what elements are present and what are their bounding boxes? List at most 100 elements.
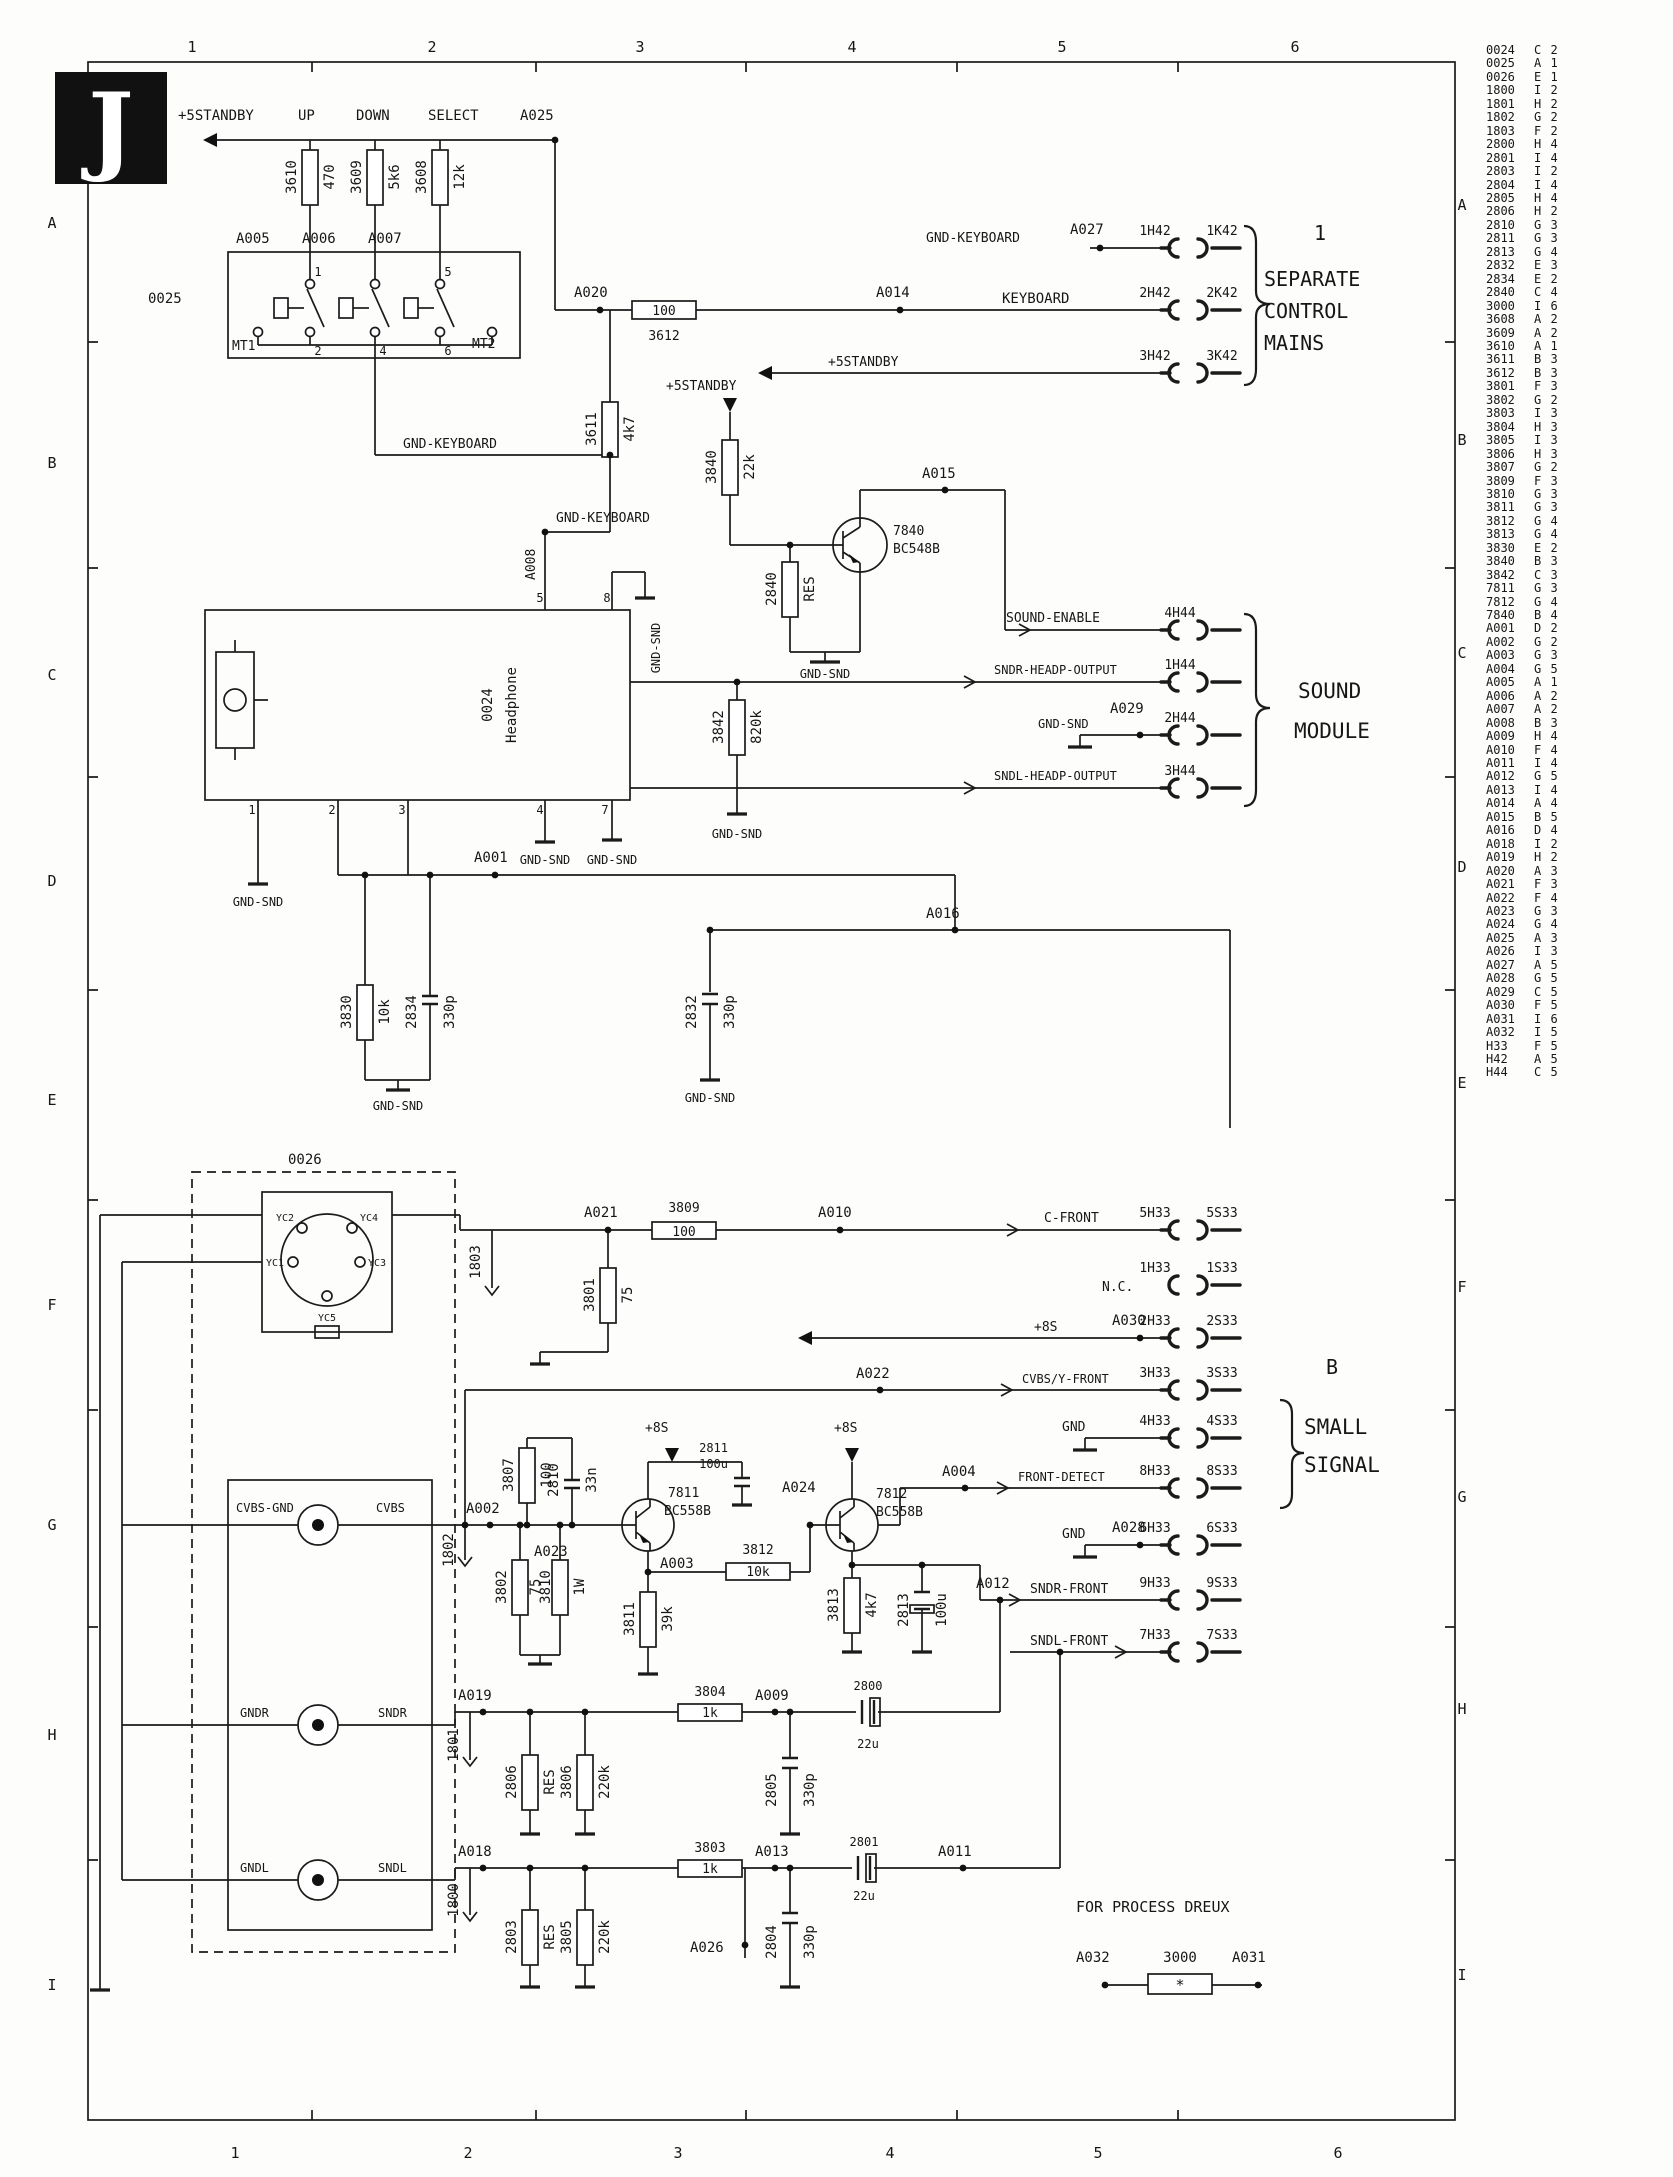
index-ref: 2832 bbox=[1486, 258, 1515, 273]
label-v3809: 100 bbox=[672, 1225, 695, 1240]
label-v2834: 330p bbox=[442, 995, 458, 1029]
label-cvbs: CVBS bbox=[376, 1501, 405, 1515]
index-ref: A027 bbox=[1486, 957, 1515, 972]
junction-dot bbox=[596, 306, 604, 314]
label-p1h44: 1H44 bbox=[1164, 658, 1195, 673]
junction-dot bbox=[771, 1864, 779, 1872]
arrow-down-icon bbox=[723, 398, 737, 412]
bead-arrow-icon bbox=[462, 1756, 478, 1768]
connector-pad-icon bbox=[1159, 1219, 1242, 1241]
index-ref: A006 bbox=[1486, 688, 1515, 703]
label-a027: A027 bbox=[1070, 222, 1104, 238]
label-v3806: 220k bbox=[597, 1765, 613, 1799]
label-v2800: 22u bbox=[857, 1737, 879, 1751]
index-ref: A008 bbox=[1486, 715, 1515, 730]
label-sound2: MODULE bbox=[1294, 719, 1370, 743]
label-gnd_snd: GND-SND bbox=[649, 623, 663, 674]
headphone-block-0024 bbox=[204, 609, 631, 801]
label-plus5standby: +5STANDBY bbox=[666, 379, 737, 394]
index-location: E 1 bbox=[1534, 69, 1559, 84]
label-r3807: 3807 bbox=[501, 1458, 517, 1492]
label-v3807: 100 bbox=[539, 1462, 555, 1487]
index-location: G 4 bbox=[1534, 527, 1559, 542]
connector-pad-icon bbox=[1159, 1641, 1242, 1663]
label-p3h33: 3H33 bbox=[1139, 1366, 1170, 1381]
label-v3801: 75 bbox=[620, 1287, 636, 1304]
label-a006: A006 bbox=[302, 231, 336, 247]
label-v3611: 4k7 bbox=[622, 416, 638, 441]
junction-dot bbox=[996, 1596, 1004, 1604]
index-ref: 1801 bbox=[1486, 96, 1515, 111]
connector-pad-icon bbox=[1159, 362, 1242, 384]
index-ref: A002 bbox=[1486, 634, 1515, 649]
index-location: I 4 bbox=[1534, 150, 1559, 165]
electrolytic-2813 bbox=[909, 1604, 935, 1614]
index-location: H 4 bbox=[1534, 137, 1559, 152]
label-r3803: 3803 bbox=[694, 1841, 725, 1856]
label-gndr: GNDR bbox=[240, 1706, 270, 1720]
index-ref: 2834 bbox=[1486, 271, 1515, 286]
index-ref: A011 bbox=[1486, 756, 1515, 771]
label-q7812t: BC558B bbox=[876, 1505, 923, 1520]
resistor-body bbox=[511, 1559, 529, 1616]
label-q7840t: BC548B bbox=[893, 542, 940, 557]
label-3: 4 bbox=[885, 2144, 894, 2162]
label-process: FOR PROCESS DREUX bbox=[1076, 1898, 1230, 1916]
label-a022: A022 bbox=[856, 1366, 890, 1382]
index-location: F 3 bbox=[1534, 379, 1559, 394]
label-p6s33: 6S33 bbox=[1206, 1521, 1237, 1536]
switch-contact-icon bbox=[434, 326, 446, 338]
label-v2811: 100u bbox=[699, 1457, 728, 1471]
label-v3810: 1W bbox=[572, 1578, 588, 1595]
label-sndr_front: SNDR-FRONT bbox=[1030, 1582, 1108, 1597]
junction-dot bbox=[959, 1864, 967, 1872]
label-d4: 4 bbox=[379, 344, 386, 358]
label-a029: A029 bbox=[1110, 701, 1144, 717]
arrow-right-icon bbox=[1008, 1593, 1022, 1607]
arrow-right-icon bbox=[1018, 623, 1032, 637]
label-p9s33: 9S33 bbox=[1206, 1576, 1237, 1591]
label-p7s33: 7S33 bbox=[1206, 1628, 1237, 1643]
junction-dot bbox=[541, 528, 549, 536]
index-ref: 0024 bbox=[1486, 43, 1515, 57]
label-plus5standby: +5STANDBY bbox=[828, 355, 899, 370]
junction-dot bbox=[604, 1226, 612, 1234]
index-location: G 3 bbox=[1534, 500, 1559, 515]
junction-dot bbox=[1101, 1981, 1109, 1989]
label-5: F bbox=[1457, 1278, 1466, 1296]
connector-pad-icon bbox=[1159, 1327, 1242, 1349]
index-location: E 2 bbox=[1534, 540, 1559, 555]
index-ref: H42 bbox=[1486, 1051, 1508, 1066]
index-location: G 2 bbox=[1534, 460, 1559, 475]
label-p8h33: 8H33 bbox=[1139, 1464, 1170, 1479]
junction-dot bbox=[644, 1568, 652, 1576]
index-ref: A024 bbox=[1486, 917, 1515, 932]
arrow-right-icon bbox=[1000, 1383, 1014, 1397]
label-1: B bbox=[1457, 431, 1466, 449]
label-r3802: 3802 bbox=[494, 1570, 510, 1604]
label-r3830: 3830 bbox=[339, 995, 355, 1029]
label-1: 2 bbox=[427, 38, 436, 56]
label-a007: A007 bbox=[368, 231, 402, 247]
junction-dot bbox=[741, 1941, 749, 1949]
junction-dot bbox=[479, 1864, 487, 1872]
index-ref: 3842 bbox=[1486, 567, 1515, 582]
label-c2811: 2811 bbox=[699, 1441, 728, 1455]
junction-dot bbox=[1136, 731, 1144, 739]
label-v3812: 10k bbox=[746, 1565, 770, 1580]
junction-dot bbox=[786, 541, 794, 549]
label-v2804: 330p bbox=[802, 1925, 818, 1959]
index-ref: 7812 bbox=[1486, 594, 1515, 609]
label-v2801: 22u bbox=[853, 1889, 875, 1903]
label-a025: A025 bbox=[520, 108, 554, 124]
label-sndl: SNDL bbox=[378, 1861, 407, 1875]
